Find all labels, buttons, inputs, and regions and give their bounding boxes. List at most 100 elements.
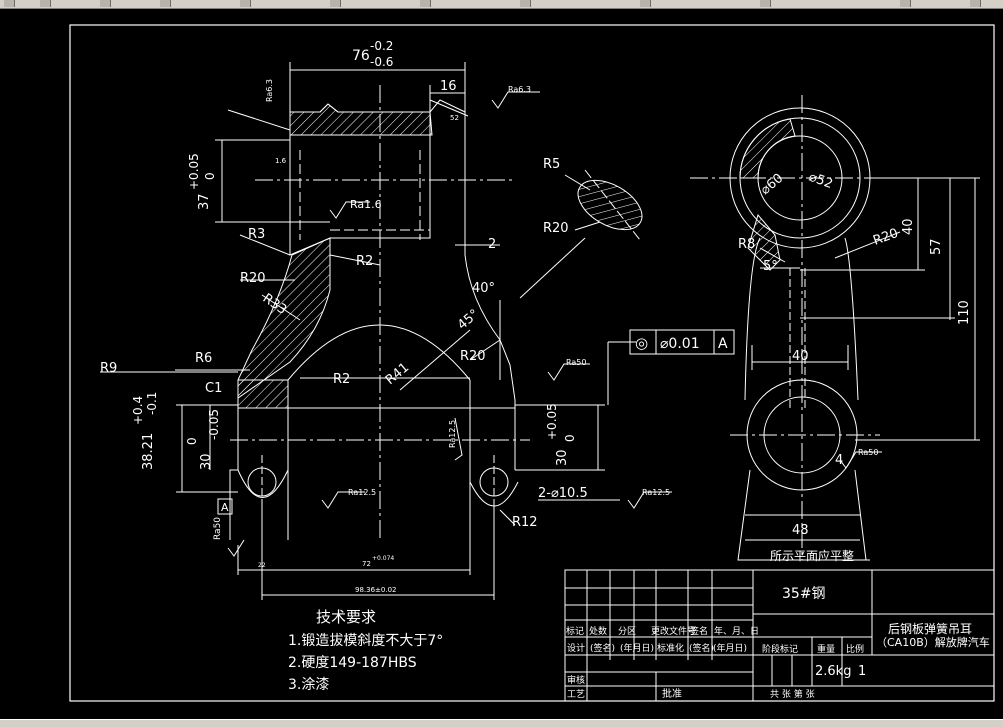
toolbar-button-icon[interactable]: [40, 0, 51, 7]
radius-r2-mid: R2: [333, 372, 350, 387]
tech-item-3: 3.涂漆: [288, 677, 329, 693]
leader-line: [564, 174, 591, 191]
leader-line: [399, 329, 471, 391]
leader-line: [499, 509, 516, 526]
ra-50-right: Ra50: [566, 358, 586, 367]
part-outline-upper: [290, 99, 466, 255]
toolbar-button-icon[interactable]: [420, 0, 431, 7]
tb-r2-c3: (年月日): [620, 642, 654, 654]
radius-r5: R5: [543, 157, 560, 172]
dim-40-right: 40: [901, 218, 916, 235]
toolbar-button-icon[interactable]: [970, 0, 981, 7]
tb-r2-c1: 设计: [567, 642, 585, 654]
radius-r3: R3: [248, 227, 265, 242]
dim-30-left-lower: -0.05: [207, 409, 221, 440]
leader-line: [239, 234, 291, 256]
ra-50-left: Ra50: [213, 517, 223, 540]
tb-process: 工艺: [567, 689, 585, 700]
radius-r20-right: R20: [871, 226, 900, 249]
leader-line: [329, 254, 381, 266]
toolbar-button-icon[interactable]: [640, 0, 651, 7]
leader-line: [574, 221, 601, 231]
tb-stage-label: 阶段标记: [762, 643, 798, 655]
dim-38-tol-lower: -0.1: [145, 392, 159, 415]
leader-line: [469, 339, 501, 361]
tb-r2-c6: (年月日): [713, 642, 747, 654]
dia-60: ⌀60: [758, 171, 786, 198]
left-boss: [237, 469, 289, 498]
ra-12-5-bottom: Ra12.5: [348, 488, 376, 497]
toolbar-button-icon[interactable]: [520, 0, 531, 7]
cad-toolbar[interactable]: [0, 0, 1003, 9]
dim-4: 4: [835, 453, 843, 468]
material: 35#钢: [782, 586, 826, 602]
tb-scale: 1: [858, 664, 866, 679]
dim-30-right-upper: +0.05: [545, 403, 559, 440]
toolbar-button-icon[interactable]: [760, 0, 771, 7]
toolbar-button-icon[interactable]: [900, 0, 911, 7]
dim-1-6: 1.6: [275, 157, 287, 165]
chamfer-c1: C1: [205, 381, 222, 396]
hatch-lower-block: [237, 379, 289, 409]
tb-r1-c3: 分区: [618, 626, 636, 637]
ra-12-5-holes: Ra12.5: [642, 488, 670, 497]
dim-72-tol: +0.074: [372, 555, 394, 562]
leader-line: [759, 247, 786, 263]
toolbar-button-icon[interactable]: [160, 0, 171, 7]
dim-45-deg: 45°: [455, 307, 482, 333]
title-line-1: 后钢板弹簧吊耳: [888, 621, 972, 636]
ra-6-3-top: Ra6.3: [508, 85, 531, 94]
front-section-view: [100, 62, 643, 600]
ra-50-view: Ra50: [858, 448, 878, 457]
drawing-border: [69, 24, 995, 702]
tb-weight-label: 重量: [817, 643, 835, 655]
drawing-canvas[interactable]: ◎ ⌀0.01 A A 76 -0.2 -0.6 16 1.6 52 37 +0…: [0, 9, 1003, 719]
svg-text:A: A: [221, 501, 229, 514]
title-block: [564, 569, 995, 702]
dim-76-tol-upper: -0.2: [370, 39, 393, 53]
dia-52: ⌀52: [807, 170, 835, 192]
ra-12-5-vert: Ra12.5: [448, 420, 457, 448]
side-note: 所示平面应平整: [770, 548, 854, 563]
radius-r8: R8: [738, 237, 755, 252]
hatch-top-ring: [739, 118, 796, 179]
dim-76-tol-lower: -0.6: [370, 55, 393, 69]
tb-weight: 2.6kg: [815, 664, 851, 679]
tb-r2-c5: (签名): [689, 642, 714, 654]
tb-scale-label: 比例: [846, 643, 864, 655]
dim-72: 72: [362, 560, 371, 568]
leader-line: [227, 109, 291, 131]
center-line: [584, 169, 641, 241]
tb-review: 审核: [567, 674, 585, 686]
dim-30-left: 30: [199, 453, 214, 470]
tb-r2-c4: 标准化: [657, 642, 684, 654]
part-outline-arch: [287, 324, 471, 381]
toolbar-button-icon[interactable]: [4, 0, 15, 7]
leader-line: [519, 237, 586, 299]
concentricity-symbol-icon: ◎: [635, 334, 648, 352]
dim-16: 16: [440, 79, 457, 94]
part-outline-left-leg: [229, 380, 239, 540]
dim-30-left-upper: 0: [185, 437, 199, 445]
tb-r1-c2: 处数: [589, 625, 607, 637]
leader-line: [429, 99, 469, 117]
dim-30-right: 30: [555, 449, 570, 466]
radius-r12: R12: [512, 515, 538, 530]
dim-76: 76: [352, 48, 370, 64]
part-outline-right-leg: [464, 254, 516, 470]
leader-line: [834, 231, 901, 259]
tech-heading: 技术要求: [316, 608, 376, 626]
toolbar-button-icon[interactable]: [240, 0, 251, 7]
side-body-left: [744, 237, 761, 401]
toolbar-button-icon[interactable]: [330, 0, 341, 7]
dim-110: 110: [957, 300, 972, 325]
tb-approve: 批准: [662, 687, 682, 700]
section-r5: [577, 179, 643, 231]
dim-98: 98.36±0.02: [355, 586, 397, 594]
radius-r20-section: R20: [543, 221, 569, 236]
dim-22: 22: [258, 562, 266, 569]
dim-30-right-lower: 0: [563, 434, 577, 442]
dim-2: 2: [488, 237, 496, 252]
dim-37-tol-lower: 0: [203, 172, 217, 180]
toolbar-button-icon[interactable]: [100, 0, 111, 7]
